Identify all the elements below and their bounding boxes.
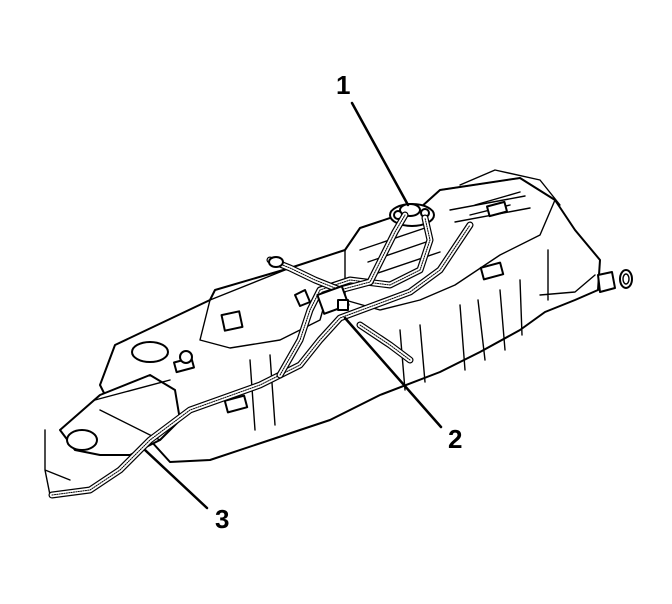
callout-3-leader xyxy=(143,448,209,510)
callout-3-label: 3 xyxy=(215,504,230,534)
tank-shield xyxy=(44,341,193,496)
fuel-tank-body xyxy=(99,169,633,463)
callout-1-leader xyxy=(350,101,410,207)
line-connector xyxy=(268,256,350,315)
callout-2-leader xyxy=(343,316,443,429)
callout-1-label: 1 xyxy=(336,70,351,100)
callout-2-label: 2 xyxy=(448,424,463,454)
callout-leaders xyxy=(143,101,443,510)
